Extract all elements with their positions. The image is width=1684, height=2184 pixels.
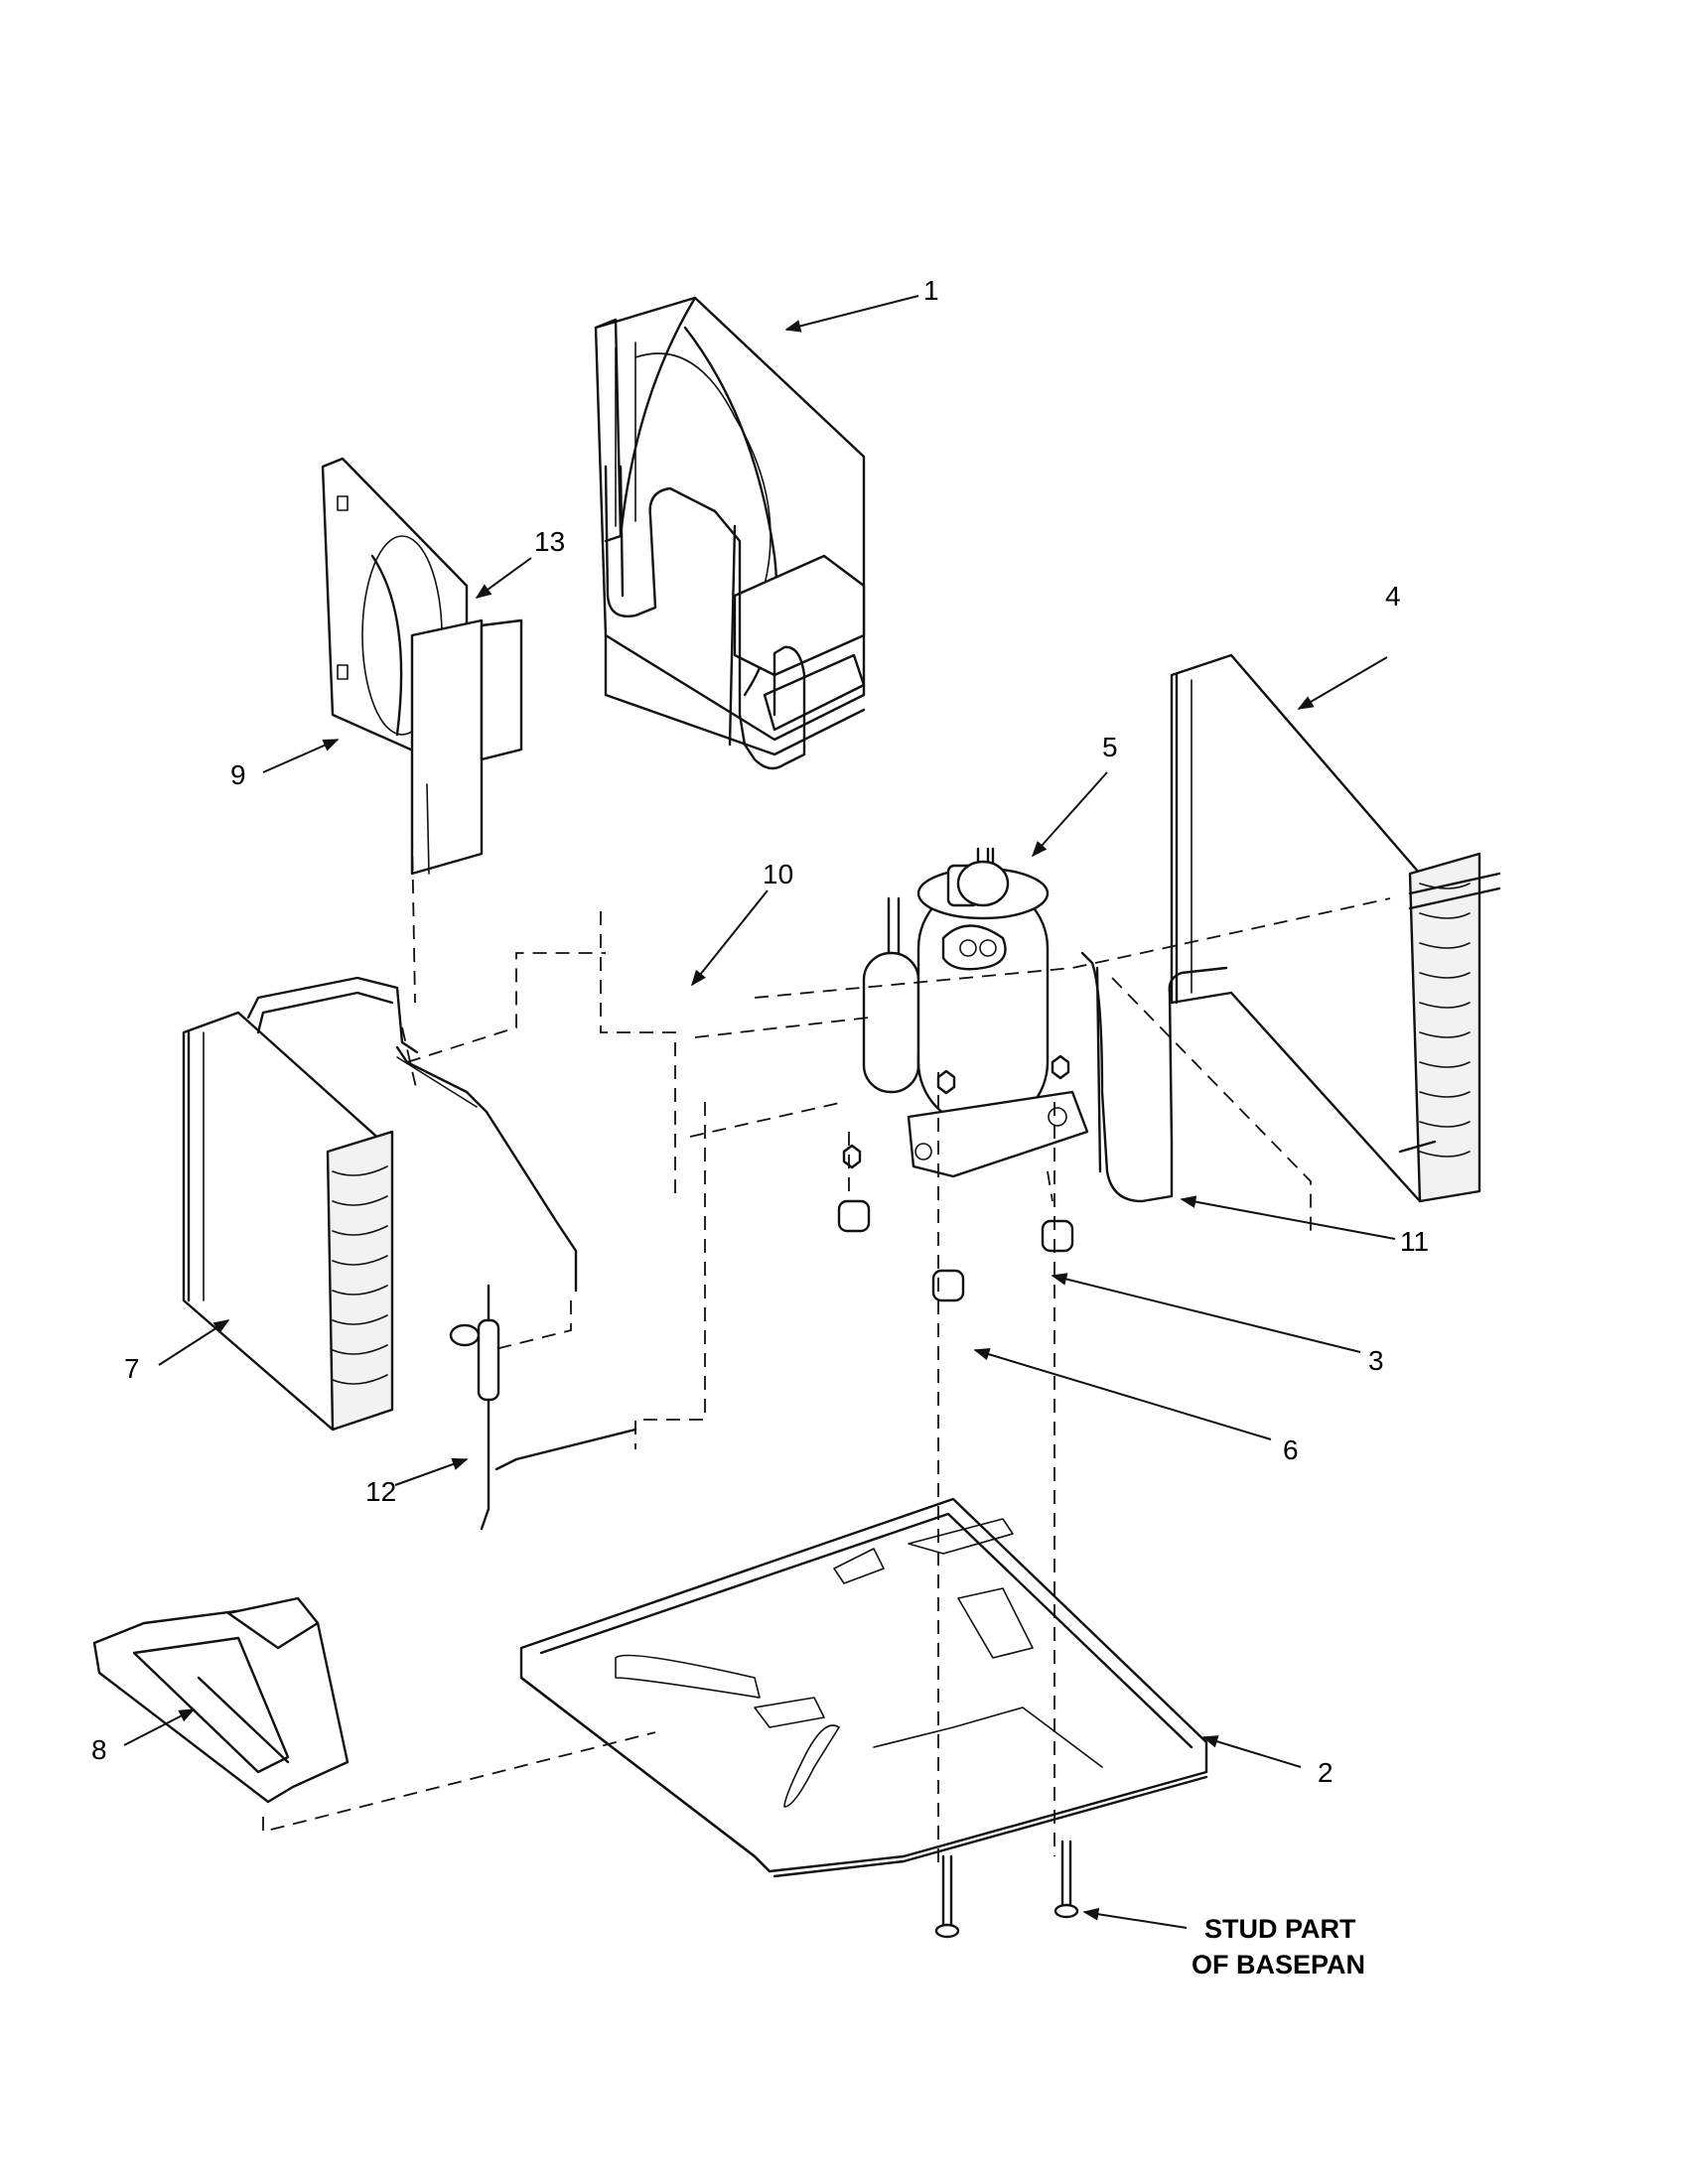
part-1-blower-housing [594,296,866,756]
callout-7: 7 [124,1353,140,1384]
assembly-dashed-lines [262,833,1391,1866]
part-4-condenser-coil [1170,653,1501,1203]
callout-13: 13 [534,526,565,557]
callout-4: 4 [1385,581,1401,612]
basepan-studs [934,1840,1079,1939]
callout-labels: 1 2 3 4 5 6 7 8 9 10 11 12 13 [91,275,1429,1788]
callout-10: 10 [763,859,793,889]
note-line-1: STUD PART [1204,1914,1356,1944]
callout-12: 12 [365,1476,396,1507]
part-13-liquid-line [395,1045,578,1293]
callout-5: 5 [1102,732,1118,762]
note-line-2: OF BASEPAN [1192,1950,1365,1979]
callout-9: 9 [230,759,246,790]
stud-note: STUD PART OF BASEPAN [1192,1914,1365,1979]
callout-8: 8 [91,1734,107,1765]
part-7-evaporator-coil [182,976,419,1432]
callout-2: 2 [1318,1757,1333,1788]
part-6-grommets [837,1199,1074,1302]
callout-leaders [123,295,1396,1929]
callout-6: 6 [1283,1434,1299,1465]
part-9-orifice-panel [321,457,523,876]
part-5-terminal-cover [941,860,1010,971]
part-11-discharge-tube [1080,951,1228,1203]
callout-3: 3 [1368,1345,1384,1376]
part-2-base-pan [519,1497,1208,1878]
callout-11: 11 [1400,1226,1429,1257]
part-10-suction-tube [604,465,806,770]
part-12-filter-drier [449,1284,637,1531]
callout-1: 1 [923,275,939,306]
part-8-drain-tray [92,1596,350,1804]
